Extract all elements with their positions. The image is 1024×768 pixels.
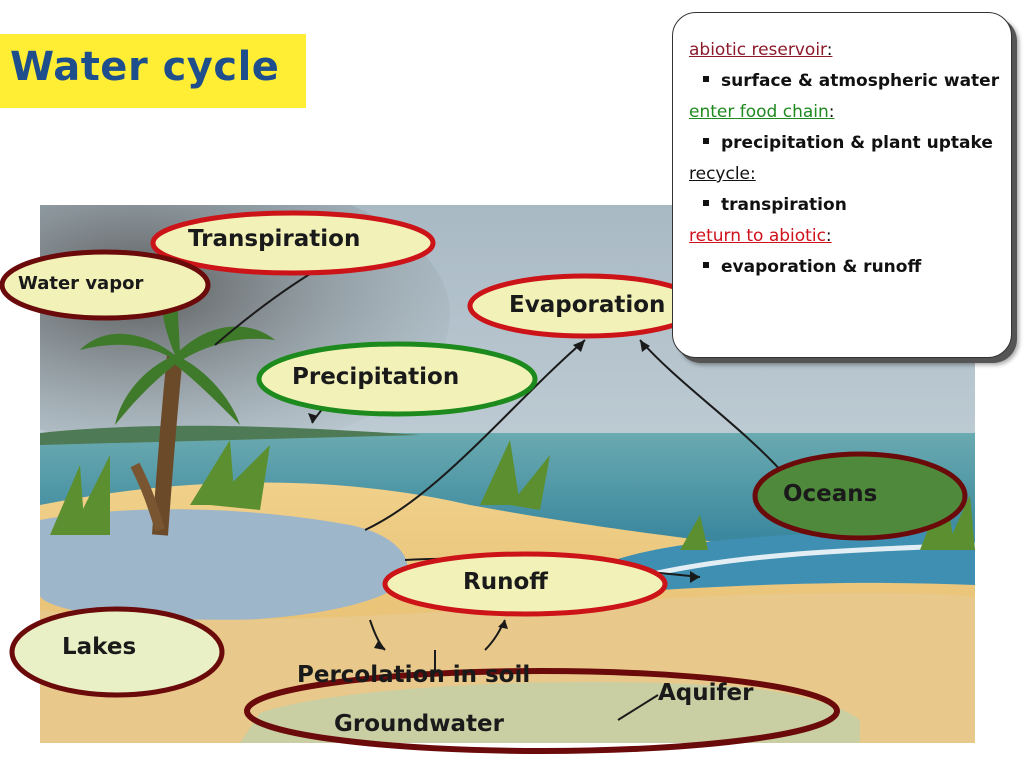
label-precipitation: Precipitation — [292, 364, 460, 390]
groundwater-ring — [244, 668, 840, 754]
oceans-ring — [752, 451, 968, 541]
bullet-icon — [703, 200, 709, 206]
label-water-vapor: Water vapor — [18, 273, 144, 294]
heading-return-to-abiotic: return to abiotic: — [689, 226, 832, 246]
lakes-ring — [9, 606, 225, 698]
precipitation-ring — [256, 341, 538, 417]
heading-recycle: recycle: — [689, 164, 756, 184]
palm-trunk-small — [130, 462, 165, 532]
runoff-ring — [382, 551, 668, 617]
heading-abiotic-reservoir: abiotic reservoir: — [689, 40, 833, 60]
info-section-abiotic: abiotic reservoir: surface & atmospheric… — [689, 35, 1001, 97]
ocean-evaporation-arrow — [639, 339, 786, 476]
bullet-icon — [703, 76, 709, 82]
heading-enter-food-chain: enter food chain: — [689, 102, 835, 122]
label-evaporation: Evaporation — [509, 292, 666, 318]
far-shore — [40, 425, 420, 445]
label-transpiration: Transpiration — [188, 226, 361, 252]
info-section-recycle: recycle: transpiration — [689, 159, 1001, 221]
label-runoff: Runoff — [463, 569, 548, 595]
info-item: surface & atmospheric water — [689, 66, 1001, 97]
water-vapor-ring — [0, 249, 211, 321]
info-item: precipitation & plant uptake — [689, 128, 1001, 159]
palm-trunk — [152, 354, 183, 536]
aquifer-layer — [240, 682, 860, 743]
evaporation-arrow — [364, 339, 586, 531]
label-oceans: Oceans — [783, 481, 878, 507]
info-callout: abiotic reservoir: surface & atmospheric… — [672, 12, 1012, 358]
info-item: transpiration — [689, 190, 1001, 221]
label-percolation: Percolation in soil — [297, 662, 531, 688]
info-item: evaporation & runoff — [689, 252, 1001, 283]
bullet-icon — [703, 262, 709, 268]
transpiration-ring — [150, 210, 436, 276]
info-section-return: return to abiotic: evaporation & runoff — [689, 221, 1001, 283]
info-section-food-chain: enter food chain: precipitation & plant … — [689, 97, 1001, 159]
label-aquifer: Aquifer — [658, 680, 754, 706]
slide-title: Water cycle — [10, 44, 280, 90]
title-banner — [0, 34, 306, 108]
label-lakes: Lakes — [62, 634, 137, 660]
bullet-icon — [703, 138, 709, 144]
aquifer-pointer — [617, 694, 659, 721]
label-groundwater: Groundwater — [334, 711, 504, 737]
lake-water — [40, 509, 408, 622]
arrow-heads — [308, 265, 700, 650]
